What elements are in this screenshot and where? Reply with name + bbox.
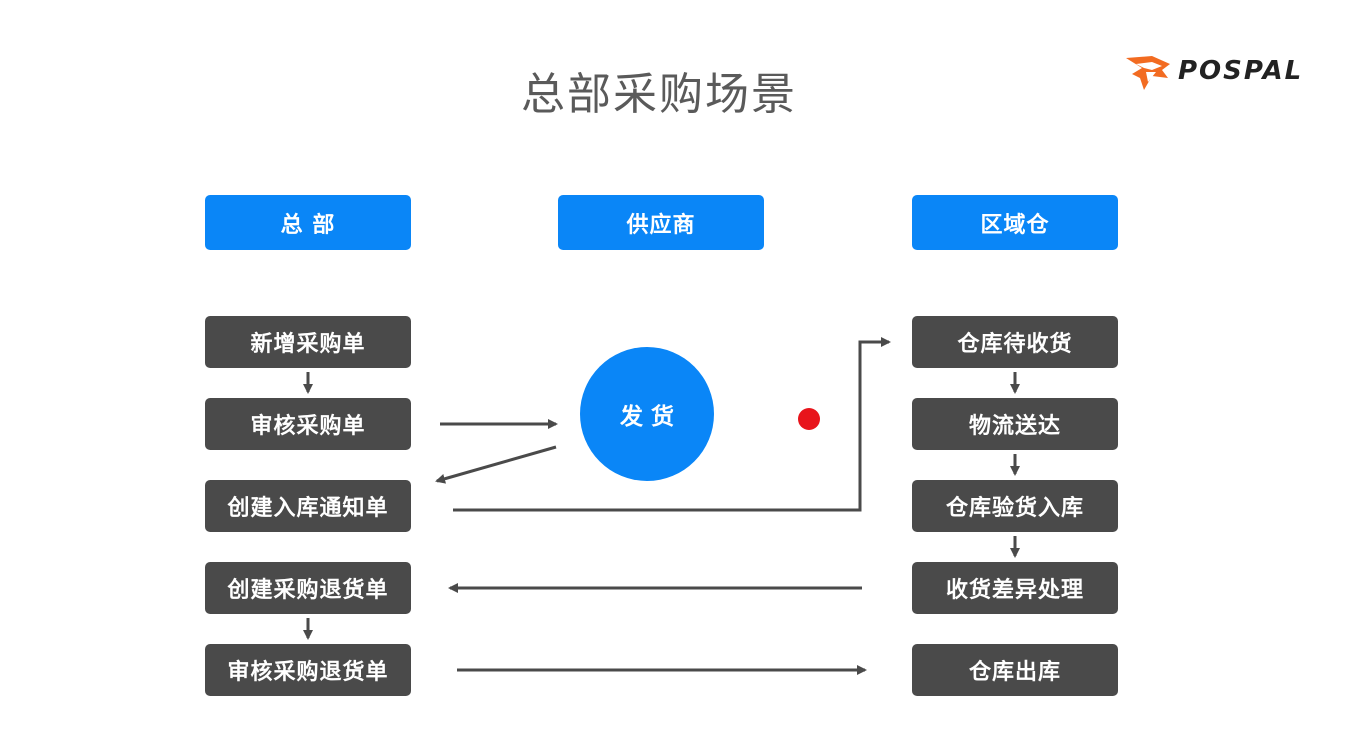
page-title: 总部采购场景 xyxy=(521,69,797,120)
step-new-purchase-order: 新增采购单 xyxy=(205,316,411,368)
step-logistics-delivery: 物流送达 xyxy=(912,398,1118,450)
step-create-purchase-return: 创建采购退货单 xyxy=(205,562,411,614)
red-marker-dot xyxy=(798,408,820,430)
logo-wordmark: POSPAL xyxy=(1178,56,1304,86)
column-header-regional-warehouse: 区域仓 xyxy=(912,195,1118,250)
step-warehouse-outbound: 仓库出库 xyxy=(912,644,1118,696)
arrow-ship-to-inbound xyxy=(435,445,557,484)
step-warehouse-inspect-inbound: 仓库验货入库 xyxy=(912,480,1118,532)
step-review-purchase-return: 审核采购退货单 xyxy=(205,644,411,696)
step-review-purchase-order: 审核采购单 xyxy=(205,398,411,450)
column-header-supplier: 供应商 xyxy=(558,195,764,250)
column-header-hq: 总 部 xyxy=(205,195,411,250)
pospal-logo: POSPAL xyxy=(1122,50,1312,96)
step-warehouse-await-receipt: 仓库待收货 xyxy=(912,316,1118,368)
fox-logo-icon xyxy=(1126,56,1170,90)
step-receipt-discrepancy: 收货差异处理 xyxy=(912,562,1118,614)
arrow-inbound-to-await xyxy=(453,337,891,512)
step-create-inbound-notice: 创建入库通知单 xyxy=(205,480,411,532)
supplier-ship-circle: 发 货 xyxy=(580,347,714,481)
